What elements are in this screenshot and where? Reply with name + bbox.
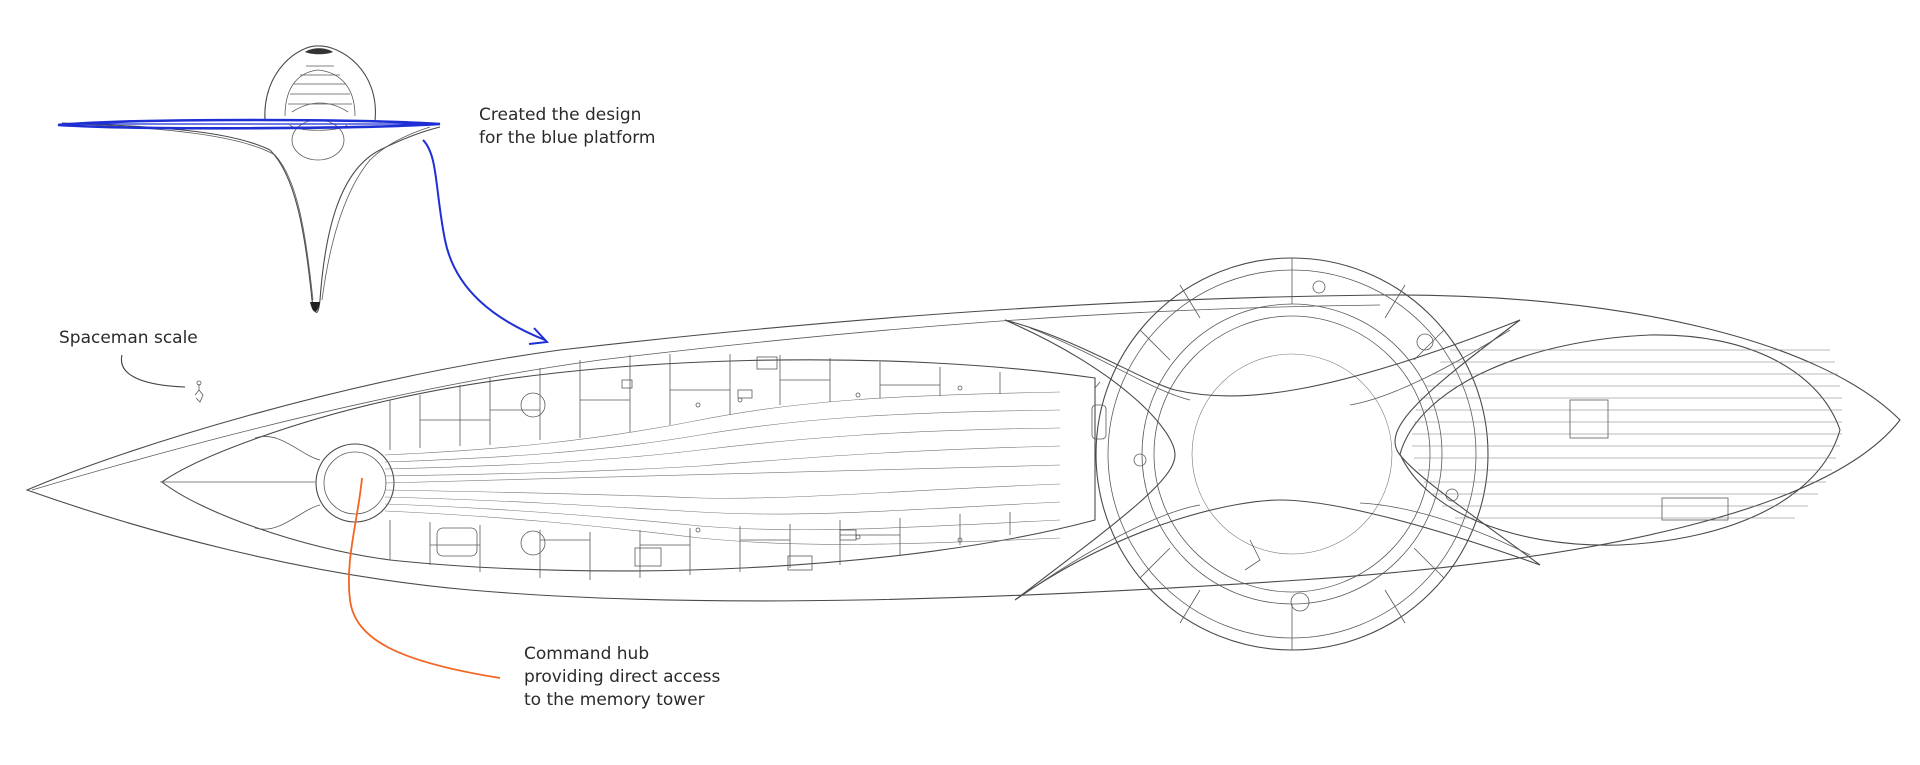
platform-elevation-sketch bbox=[61, 45, 441, 313]
annotation-line: Created the design bbox=[479, 105, 642, 125]
command-hub-leader bbox=[347, 477, 501, 679]
annotation-line: Command hub bbox=[524, 644, 650, 664]
spaceship-hull bbox=[25, 294, 1901, 602]
annotation-spaceman-scale: Spaceman scale bbox=[59, 327, 198, 350]
blue-platform-line bbox=[57, 118, 441, 130]
annotation-command-hub: Command hub providing direct access to t… bbox=[524, 643, 720, 712]
spaceman-figure bbox=[194, 380, 204, 403]
annotation-line: for the blue platform bbox=[479, 128, 656, 148]
annotation-line: providing direct access bbox=[524, 667, 721, 687]
annotation-line: Spaceman scale bbox=[59, 328, 198, 348]
annotation-line: to the memory tower bbox=[524, 690, 705, 710]
spaceman-leader bbox=[120, 354, 186, 388]
platform-arrow bbox=[422, 139, 550, 345]
annotation-blue-platform: Created the design for the blue platform bbox=[479, 104, 655, 150]
interior-deck-bay bbox=[160, 354, 1096, 580]
tail-bay bbox=[1399, 334, 1842, 546]
ring-hub bbox=[1004, 257, 1541, 651]
